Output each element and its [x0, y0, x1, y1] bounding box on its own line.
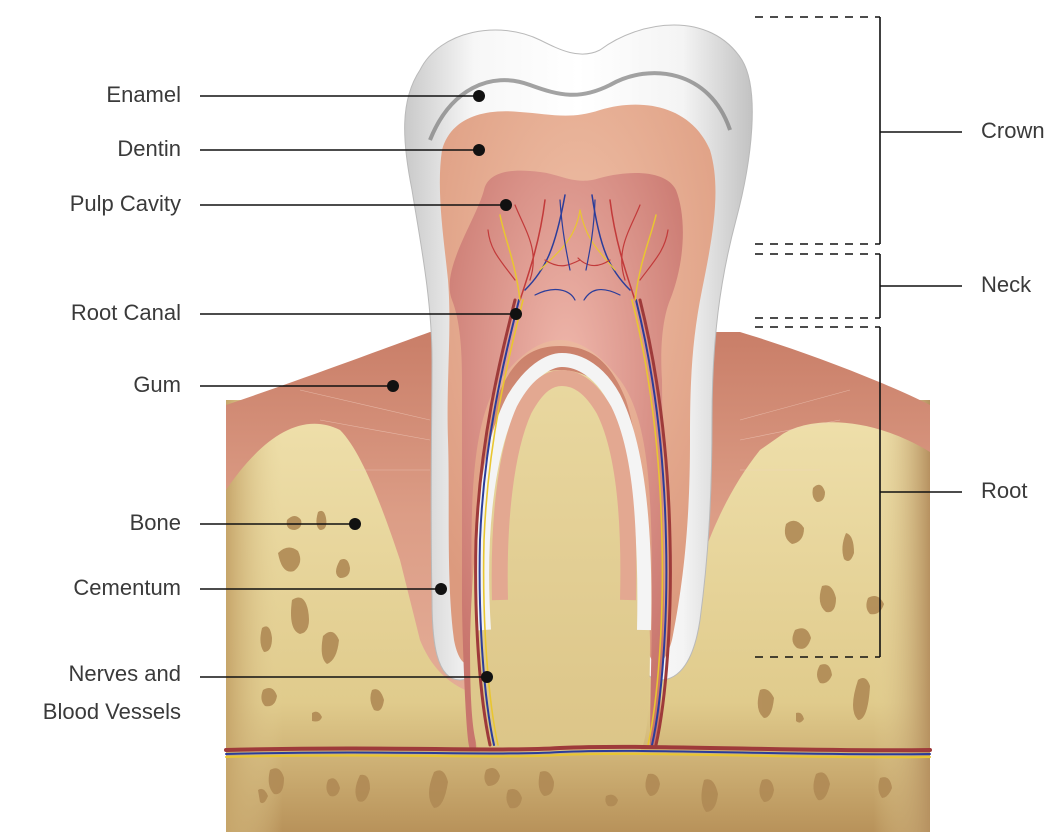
nerves-dot: [481, 671, 493, 683]
label-gum: Gum: [133, 372, 181, 398]
label-neck: Neck: [981, 272, 1031, 298]
label-crown: Crown: [981, 118, 1045, 144]
label-enamel: Enamel: [106, 82, 181, 108]
label-dentin: Dentin: [117, 136, 181, 162]
label-root-canal: Root Canal: [71, 300, 181, 326]
label-bone: Bone: [130, 510, 181, 536]
label-root: Root: [981, 478, 1027, 504]
label-nerves-line2: Blood Vessels: [43, 699, 181, 725]
bone-dot: [349, 518, 361, 530]
dentin-dot: [473, 144, 485, 156]
gum-dot: [387, 380, 399, 392]
enamel-dot: [473, 90, 485, 102]
label-nerves-line1: Nerves and: [68, 661, 181, 687]
pulp-cavity-dot: [500, 199, 512, 211]
label-pulp-cavity: Pulp Cavity: [70, 191, 181, 217]
cementum-dot: [435, 583, 447, 595]
label-cementum: Cementum: [73, 575, 181, 601]
root-canal-dot: [510, 308, 522, 320]
